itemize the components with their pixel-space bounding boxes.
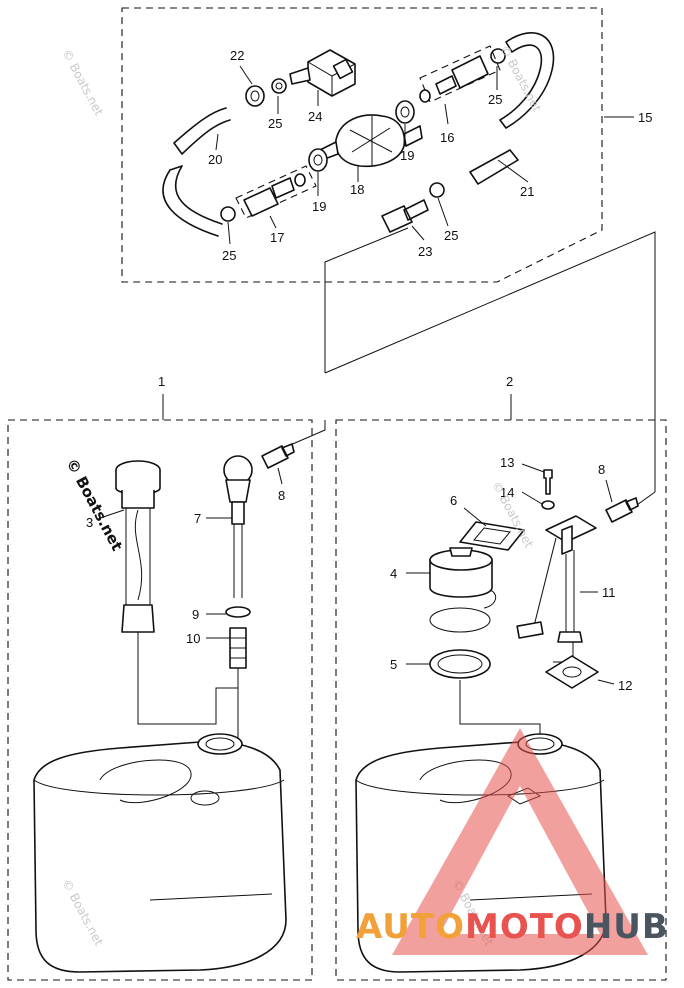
callout-3: 3: [86, 515, 93, 530]
callout-25c: 25: [222, 248, 236, 263]
fuel-gauge-3: [115, 460, 161, 633]
group-boxes: [7, 7, 667, 981]
callout-labels: 1 2 3 4 5 6 7 8 8 9 10 11 12 13 14 15 16…: [86, 48, 652, 693]
washer-14: [541, 500, 555, 510]
pickup-elbow-7: [223, 455, 253, 598]
tank-1-parts: [33, 443, 295, 973]
screw-13: [543, 469, 553, 495]
callout-13: 13: [500, 455, 514, 470]
hose-assembly-box: [121, 7, 603, 283]
fuel-hose-20: [162, 107, 231, 237]
callout-23: 23: [418, 244, 432, 259]
callout-1: 1: [158, 374, 165, 389]
callout-25b: 25: [488, 92, 502, 107]
fitting-8b: [605, 497, 639, 523]
callout-20: 20: [208, 152, 222, 167]
leader-lines: [99, 65, 634, 685]
callout-7: 7: [194, 511, 201, 526]
fuel-tank-1: [33, 733, 287, 973]
logo-text: AUTOMOTOHUB: [356, 907, 669, 947]
callout-4: 4: [390, 566, 397, 581]
callout-2: 2: [506, 374, 513, 389]
callout-11: 11: [602, 585, 616, 600]
callout-24: 24: [308, 109, 322, 124]
callout-5: 5: [390, 657, 397, 672]
gasket-12: [545, 655, 599, 689]
filler-cap-4: [429, 547, 497, 609]
fitting-17: [243, 177, 295, 217]
callout-25a: 25: [268, 116, 282, 131]
callout-22: 22: [230, 48, 244, 63]
callout-14: 14: [500, 485, 514, 500]
check-valve-19b: [395, 100, 415, 124]
cap-ring-5: [429, 649, 491, 679]
fitting-8a: [261, 443, 295, 469]
callout-17: 17: [270, 230, 284, 245]
hose-assembly: [162, 32, 555, 237]
callout-12: 12: [618, 678, 632, 693]
callout-16: 16: [440, 130, 454, 145]
callout-25d: 25: [444, 228, 458, 243]
logo-triangle: [392, 728, 648, 955]
decal-6: [459, 521, 525, 551]
gasket-ring-4: [429, 607, 491, 633]
callout-10: 10: [186, 631, 200, 646]
callout-19b: 19: [400, 148, 414, 163]
fuel-hose-21: [499, 32, 555, 129]
callout-15: 15: [638, 110, 652, 125]
fitting-16: [435, 55, 489, 95]
automotohub-logo: AUTOMOTOHUB: [356, 728, 669, 955]
callout-19a: 19: [312, 199, 326, 214]
callout-18: 18: [350, 182, 364, 197]
tank-2-box: [335, 419, 667, 981]
fitting-23: [381, 199, 429, 233]
watermark-top-left: © Boats.net: [59, 47, 106, 118]
o-ring-9: [225, 606, 251, 618]
fuel-gauge-11: [516, 515, 597, 643]
check-valve-19a: [308, 148, 328, 172]
callout-6: 6: [450, 493, 457, 508]
callout-8a: 8: [278, 488, 285, 503]
callout-9: 9: [192, 607, 199, 622]
callout-21: 21: [520, 184, 534, 199]
connector-24: [289, 49, 356, 97]
callout-8b: 8: [598, 462, 605, 477]
clamp-22: [245, 85, 265, 107]
